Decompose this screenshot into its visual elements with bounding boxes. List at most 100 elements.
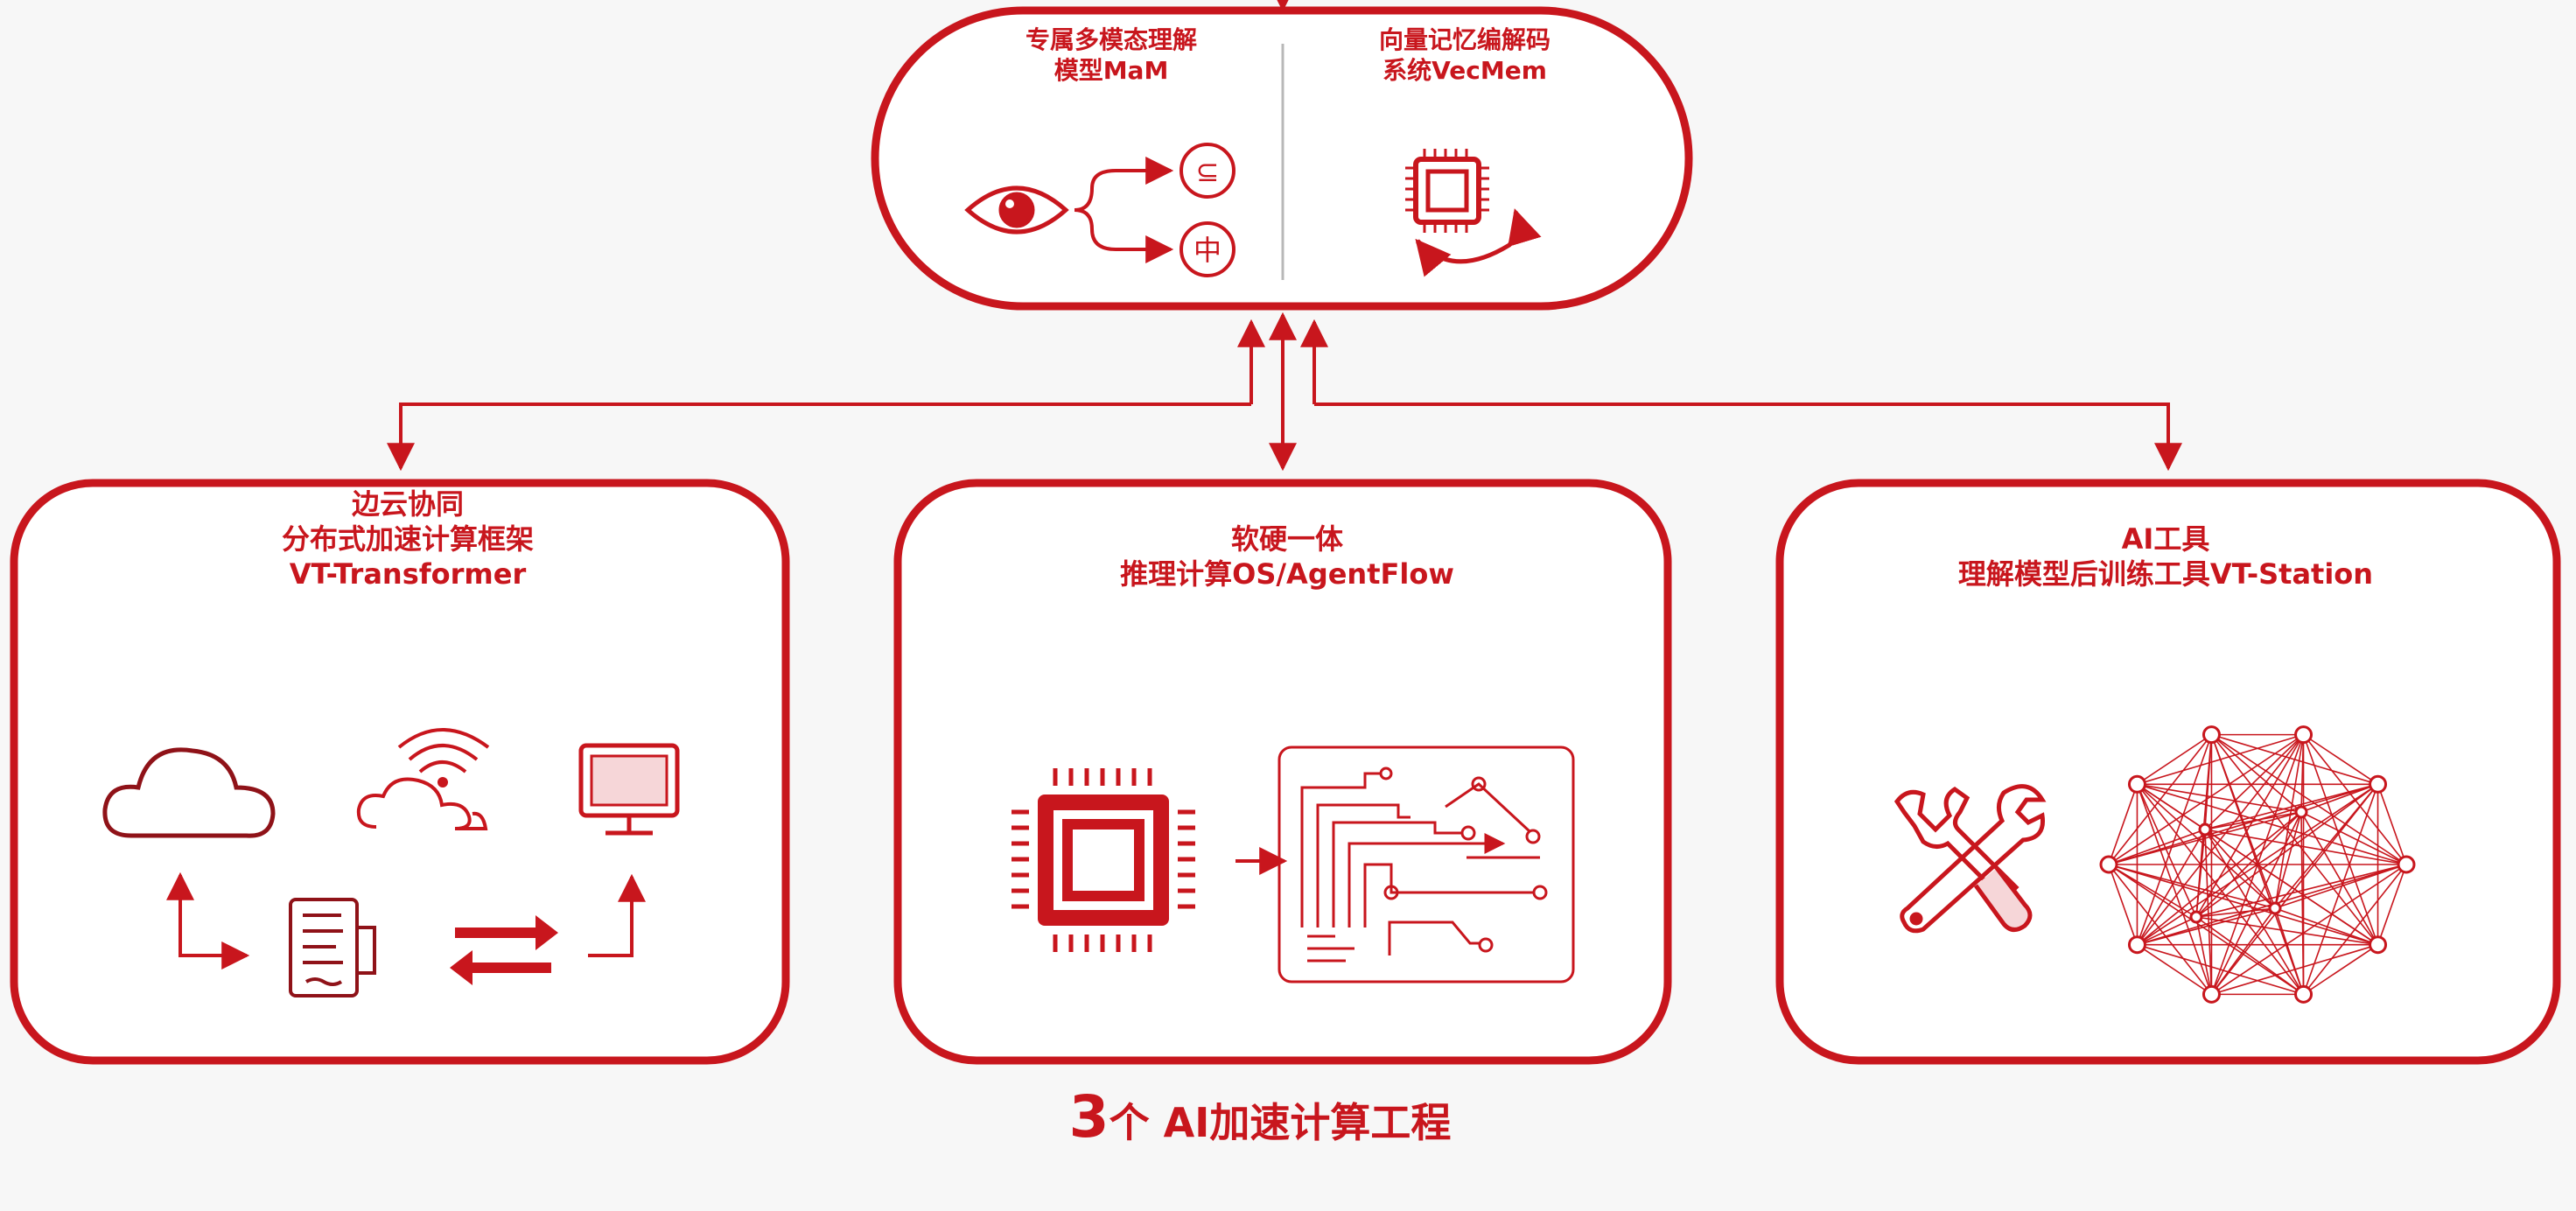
network-edge bbox=[2300, 734, 2305, 813]
box-hw-sw-title: 软硬一体 推理计算OS/AgentFlow bbox=[924, 522, 1650, 592]
network-edge bbox=[2136, 829, 2206, 946]
network-edge bbox=[2136, 783, 2276, 909]
network-edge bbox=[2274, 811, 2302, 909]
tools-icon bbox=[1894, 784, 2047, 934]
network-edge bbox=[2300, 811, 2305, 995]
network-edge bbox=[2300, 783, 2378, 813]
top-module-right-line1: 向量记忆编解码 bbox=[1378, 25, 1550, 54]
chip-icon bbox=[1405, 149, 1489, 233]
network-edge bbox=[2195, 907, 2276, 918]
network-edge bbox=[2195, 864, 2407, 918]
processor-icon bbox=[1012, 768, 1195, 952]
network-edge bbox=[2136, 734, 2213, 945]
top-module-left-line2: 模型MaM bbox=[1054, 56, 1169, 85]
network-node bbox=[2369, 935, 2388, 955]
network-node bbox=[2294, 984, 2314, 1004]
network-edge bbox=[2376, 864, 2407, 945]
network-edge bbox=[2274, 907, 2378, 946]
connector-lines bbox=[387, 312, 2182, 472]
network-edge bbox=[2302, 784, 2379, 995]
network-edge bbox=[2108, 784, 2138, 865]
document-icon bbox=[289, 898, 376, 998]
network-edge bbox=[2137, 783, 2407, 865]
monitor-icon bbox=[578, 743, 680, 836]
network-node bbox=[2397, 855, 2416, 874]
network-edge bbox=[2195, 916, 2305, 996]
box-edge-cloud-line3: VT-Transformer bbox=[289, 557, 527, 591]
network-edge bbox=[2137, 733, 2212, 785]
network-edge bbox=[2108, 864, 2378, 946]
network-edge bbox=[2137, 944, 2212, 996]
cloud-icon bbox=[102, 747, 276, 838]
footer-text: 个 AI加速计算工程 bbox=[1109, 1099, 1452, 1146]
box-ai-tools-line1: AI工具 bbox=[2121, 522, 2210, 556]
split-arrow-icon bbox=[1074, 157, 1174, 263]
network-edge bbox=[2137, 783, 2206, 830]
network-edge bbox=[2136, 811, 2302, 946]
network-edge bbox=[2274, 864, 2407, 909]
flow-arrows bbox=[166, 872, 646, 970]
box-edge-cloud bbox=[10, 479, 790, 1065]
box-ai-tools bbox=[1775, 479, 2561, 1065]
network-edge bbox=[2204, 811, 2302, 830]
network-node bbox=[2202, 725, 2221, 745]
cycle-arrow-icon bbox=[1415, 208, 1542, 277]
network-edge bbox=[2302, 734, 2379, 945]
network-edge bbox=[2195, 829, 2206, 918]
box-edge-cloud-line2: 分布式加速计算框架 bbox=[281, 522, 534, 556]
top-module-right-line2: 系统VecMem bbox=[1382, 56, 1547, 85]
network-edge bbox=[2137, 943, 2304, 996]
top-module-right-title: 向量记忆编解码 系统VecMem bbox=[1281, 24, 1648, 86]
svg-text:中: 中 bbox=[1194, 234, 1222, 267]
network-node bbox=[2268, 901, 2282, 915]
box-ai-tools-title: AI工具 理解模型后训练工具VT-Station bbox=[1797, 522, 2534, 592]
network-edge bbox=[2204, 829, 2213, 995]
network-edge bbox=[2300, 811, 2379, 946]
network-edge bbox=[2137, 916, 2197, 946]
exchange-arrows-icon bbox=[450, 915, 558, 985]
network-edge bbox=[2108, 864, 2197, 918]
network-edge bbox=[2108, 864, 2304, 996]
network-edge bbox=[2210, 734, 2379, 946]
network-edge bbox=[2204, 783, 2378, 830]
network-edge bbox=[2274, 907, 2305, 995]
box-hw-sw-line1: 软硬一体 bbox=[1230, 522, 1343, 556]
svg-text:⊆: ⊆ bbox=[1196, 155, 1220, 188]
network-node bbox=[2369, 774, 2388, 794]
top-module-left-line1: 专属多模态理解 bbox=[1025, 25, 1197, 54]
network-edge bbox=[2136, 783, 2305, 995]
char-circle-icon: 中 bbox=[1180, 221, 1236, 277]
network-edge bbox=[2108, 829, 2206, 865]
network-edge bbox=[2204, 734, 2305, 830]
network-node bbox=[2198, 822, 2212, 836]
network-edge bbox=[2108, 811, 2302, 865]
network-node bbox=[2127, 935, 2146, 955]
network-edge bbox=[2137, 783, 2302, 813]
network-node bbox=[2294, 805, 2308, 819]
network-node bbox=[2202, 984, 2221, 1004]
network-edge bbox=[2204, 829, 2407, 865]
circuit-board-icon bbox=[1278, 746, 1575, 984]
network-edge bbox=[2195, 916, 2213, 995]
network-edge bbox=[2376, 784, 2407, 865]
network-edge bbox=[2211, 733, 2407, 865]
footer-number: 3 bbox=[1068, 1083, 1110, 1151]
top-module-left-title: 专属多模态理解 模型MaM bbox=[928, 24, 1295, 86]
network-edge bbox=[2303, 944, 2378, 996]
network-edge bbox=[2210, 734, 2276, 909]
network-edge bbox=[2300, 811, 2407, 865]
network-edge bbox=[2108, 864, 2213, 995]
network-edge bbox=[2108, 864, 2138, 945]
network-node bbox=[2099, 855, 2118, 874]
network-graph-icon bbox=[2099, 725, 2416, 1004]
box-ai-tools-line2: 理解模型后训练工具VT-Station bbox=[1957, 557, 2374, 591]
network-edge bbox=[2210, 907, 2276, 995]
network-node bbox=[2189, 910, 2203, 924]
network-edge bbox=[2211, 733, 2378, 786]
network-edge bbox=[2303, 733, 2378, 785]
char-circle-icon: ⊆ bbox=[1180, 143, 1236, 199]
box-edge-cloud-line1: 边云协同 bbox=[351, 487, 464, 521]
wifi-cloud-icon bbox=[356, 728, 490, 830]
network-edge bbox=[2204, 829, 2378, 946]
network-edge bbox=[2108, 864, 2276, 909]
